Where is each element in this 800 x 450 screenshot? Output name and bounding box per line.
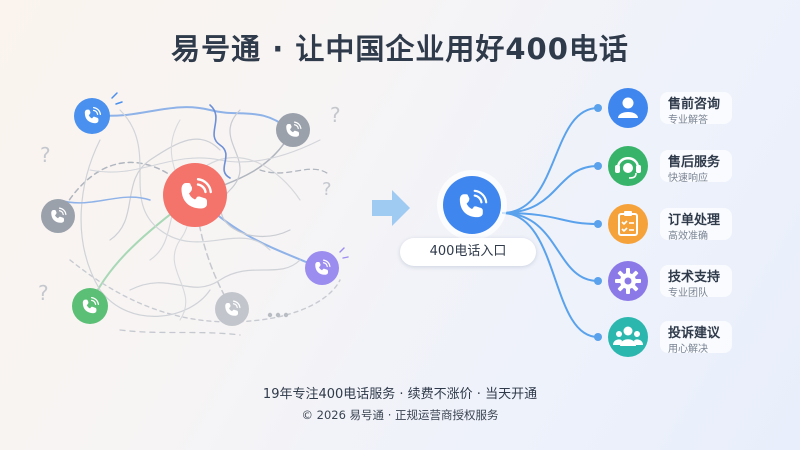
hub-phone-icon — [437, 170, 507, 240]
phone-node-gray-top — [276, 113, 310, 147]
phone-node-purple — [305, 247, 349, 285]
service-card-order[interactable] — [660, 208, 732, 240]
service-icon-group — [608, 317, 648, 357]
service-title: 售前咨询 — [668, 97, 721, 112]
service-card-complaint[interactable] — [660, 321, 732, 353]
ellipsis-icon — [267, 312, 289, 318]
service-subtitle: 专业解答 — [668, 115, 708, 126]
phone-node-blue — [74, 92, 123, 134]
service-card-aftersale[interactable] — [660, 150, 732, 182]
footer-tagline: 19年专注400电话服务 · 续费不涨价 · 当天开通 — [262, 387, 538, 402]
service-subtitle: 专业团队 — [668, 288, 708, 299]
service-icon-clipboard — [608, 204, 648, 244]
question-marks: ? ? ? ? — [38, 103, 341, 305]
service-subtitle: 快速响应 — [668, 173, 708, 184]
service-subtitle: 高效准确 — [668, 231, 708, 242]
question-mark-icon: ? — [40, 143, 51, 167]
arrow-right-icon — [372, 190, 410, 226]
phone-node-green — [72, 288, 108, 324]
service-icon-user — [608, 88, 648, 128]
question-mark-icon: ? — [330, 103, 341, 127]
service-icon-gear — [608, 261, 648, 301]
phone-node-lightgray — [215, 292, 249, 326]
service-title: 投诉建议 — [668, 326, 721, 341]
connector-dots — [594, 104, 602, 341]
page-title: 易号通 · 让中国企业用好400电话 — [171, 32, 629, 66]
service-title: 技术支持 — [668, 270, 721, 285]
footer-copyright: © 2026 易号通 · 正规运营商授权服务 — [301, 408, 499, 422]
service-icon-headset — [608, 146, 648, 186]
phone-node-red-center — [163, 163, 227, 227]
hub-connectors — [501, 107, 599, 338]
question-mark-icon: ? — [322, 179, 332, 200]
service-title: 售后服务 — [668, 155, 721, 170]
service-title: 订单处理 — [668, 213, 721, 228]
question-mark-icon: ? — [38, 281, 49, 305]
phone-node-gray-left — [41, 199, 75, 233]
service-card-tech[interactable] — [660, 265, 732, 297]
service-subtitle: 用心解决 — [668, 344, 708, 355]
hub-label: 400电话入口 — [400, 238, 536, 266]
service-card-presale[interactable] — [660, 92, 732, 124]
